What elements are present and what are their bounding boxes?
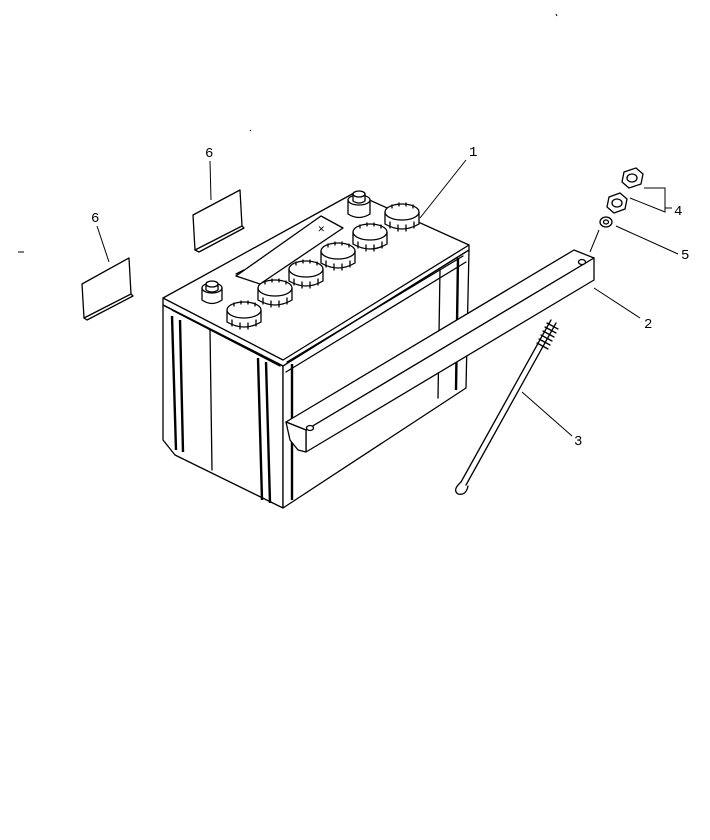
hold-down-bar xyxy=(285,249,595,453)
callout-4: 4 xyxy=(674,204,682,220)
cell-cap xyxy=(384,202,420,232)
leader-1 xyxy=(419,159,467,219)
nut-upper xyxy=(621,167,644,189)
callout-1: 1 xyxy=(469,145,477,161)
cell-cap xyxy=(320,241,356,271)
leader-washer-up xyxy=(589,229,600,253)
scan-mark xyxy=(249,129,252,132)
callout-2: 2 xyxy=(644,317,652,333)
callout-6-left: 6 xyxy=(91,211,99,227)
washer xyxy=(599,216,613,228)
leader-4 xyxy=(629,187,672,213)
nut-lower xyxy=(606,192,628,214)
cell-cap xyxy=(257,278,293,308)
cell-cap xyxy=(226,300,262,330)
leader-3 xyxy=(521,391,573,437)
callout-5: 5 xyxy=(681,248,689,264)
battery-terminal-right xyxy=(347,190,371,219)
cell-cap xyxy=(288,259,324,289)
leader-6-left xyxy=(96,225,110,263)
battery-terminal-left xyxy=(201,280,223,305)
label-plate-left xyxy=(81,257,134,321)
cell-caps xyxy=(226,202,420,330)
scan-mark xyxy=(555,13,558,17)
leader-5 xyxy=(615,225,679,255)
plus-mark: ✕ xyxy=(318,224,325,236)
label-plate-right xyxy=(192,189,245,253)
j-bolt xyxy=(454,319,559,495)
callout-3: 3 xyxy=(574,434,582,450)
leader-2 xyxy=(593,287,641,319)
callout-6-right: 6 xyxy=(205,146,213,162)
leader-6-right xyxy=(209,160,212,201)
cell-cap xyxy=(352,222,388,252)
